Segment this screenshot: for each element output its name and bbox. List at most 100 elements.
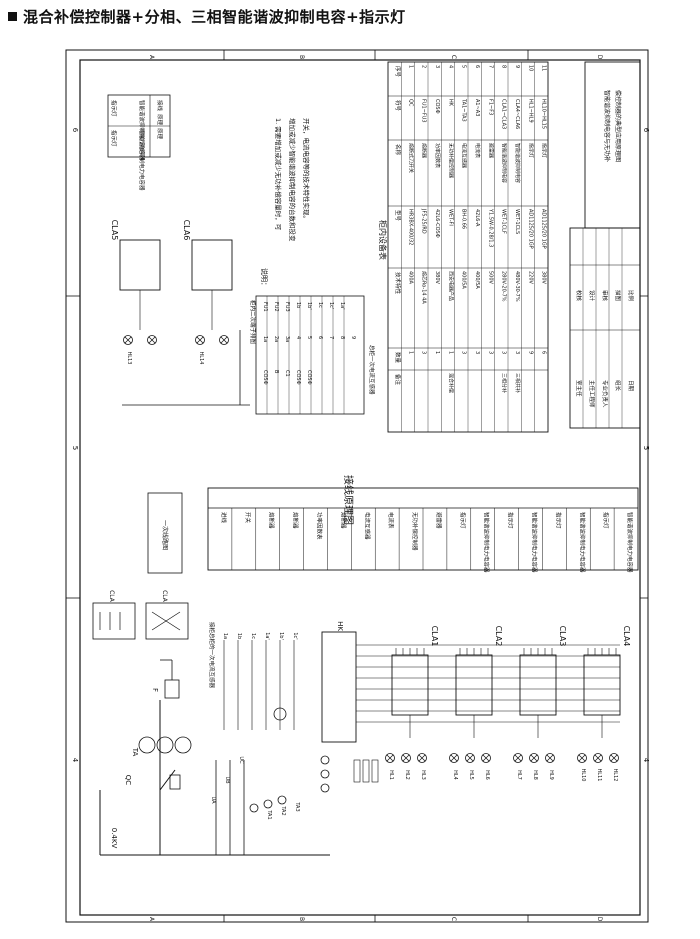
device-table-cell: 熔断器 bbox=[421, 143, 428, 158]
lamp-icon bbox=[417, 753, 427, 763]
zone-number-right: 6 bbox=[642, 128, 650, 133]
device-table-header: 名称 bbox=[394, 144, 402, 156]
cla-unit-box bbox=[519, 654, 557, 716]
lamp-cross bbox=[220, 336, 228, 344]
phase-label: UA bbox=[210, 796, 216, 804]
legend-col-label: 无功补偿控制器 bbox=[411, 512, 419, 551]
lamp-icon bbox=[513, 753, 523, 763]
indicator-table-cell: 智能谐波抑制电力电容器 bbox=[138, 130, 146, 191]
device-table-cell: 指示灯 bbox=[541, 143, 548, 158]
cla-unit-label: CLA4 bbox=[622, 626, 631, 647]
terminal-table-cell: 7 bbox=[328, 336, 334, 339]
surge-arrester-symbol bbox=[164, 679, 180, 699]
device-table-cell: 3 bbox=[487, 351, 493, 354]
device-table-cell: CLA1~CLA3 bbox=[501, 99, 507, 129]
terminal-table-cell: 5 bbox=[306, 336, 312, 339]
drawing-title-line: 智能谐波抑制电容与无功补 bbox=[603, 90, 611, 162]
lamp-cross bbox=[124, 336, 132, 344]
terminal-label: 1b bbox=[236, 633, 242, 639]
legend-col-label: 智能谐波抑制电力电容器 bbox=[626, 512, 634, 573]
notes-line: 增加或减少智能谐波抑制电容的台数和投变 bbox=[288, 118, 297, 242]
terminal-table-cell: 2a bbox=[273, 336, 279, 342]
zone-letter-top: C bbox=[450, 55, 457, 59]
ct-symbol bbox=[174, 736, 192, 754]
lamp-icon bbox=[385, 753, 395, 763]
lamp-circle bbox=[449, 753, 459, 763]
device-table-cell: 西安电器产品 bbox=[447, 271, 454, 301]
device-table-cell: 3 bbox=[514, 351, 520, 354]
lamp-icon bbox=[593, 753, 603, 763]
device-table-cell: 混合补偿 bbox=[447, 373, 454, 393]
device-table-cell: TA1~TA3 bbox=[461, 98, 467, 122]
cla-unit-box bbox=[391, 654, 429, 716]
device-table-title: 柜内设备表 bbox=[378, 220, 388, 260]
title-block-role: 审核 bbox=[601, 290, 609, 302]
device-table-cell: 380V bbox=[434, 271, 440, 285]
device-table-cell: AD1125/20 1GP bbox=[527, 209, 533, 249]
device-table-cell: 熔断式刀开关 bbox=[407, 143, 414, 173]
legend-col-label: 熔断器 bbox=[339, 512, 347, 529]
notes-block: 说明：1. 需要增加或减少无功补偿容量时，可增加或减少智能谐波抑制电容的台数和投… bbox=[260, 118, 311, 289]
terminal-label: 1c' bbox=[292, 632, 298, 639]
terminal-label: 1a' bbox=[264, 632, 270, 640]
device-table-cell: 42L6-COSΦ bbox=[434, 209, 440, 238]
legend-table: 接线原理图进线开关熔断器熔断器功率因数表熔断器电流互感器电流表无功补偿控制器避雷… bbox=[207, 475, 639, 573]
lamp-cross bbox=[594, 754, 602, 762]
device-table-cell: HL1~HL9 bbox=[527, 99, 533, 123]
device-table-cell: 400A bbox=[407, 271, 413, 285]
device-table-cell: 1 bbox=[434, 351, 440, 354]
lamp-icon bbox=[219, 335, 229, 345]
fuse-symbol bbox=[371, 759, 379, 783]
lamp-circle bbox=[465, 753, 475, 763]
lamp-circle bbox=[147, 335, 157, 345]
terminal-table-cell: 9 bbox=[350, 336, 356, 339]
device-table-cell: 220V bbox=[527, 271, 533, 285]
device-table-cell: 7 bbox=[487, 65, 493, 68]
lamp-cross bbox=[196, 336, 204, 344]
device-table-cell: 3 bbox=[434, 65, 440, 68]
lamp-cross bbox=[578, 754, 586, 762]
device-table-cell: 1 bbox=[407, 351, 413, 354]
cla-unit-label: CLA3 bbox=[558, 626, 567, 647]
terminal-table-cell: 1a' bbox=[339, 302, 345, 310]
notes-heading: 说明： bbox=[260, 268, 269, 289]
device-table-cell: 5 bbox=[461, 65, 467, 68]
device-table-cell: F1~F3 bbox=[487, 99, 493, 115]
title-block-role: 日期 bbox=[627, 380, 634, 392]
device-table-cell: 指示灯 bbox=[527, 143, 534, 158]
lamp-label: HL8 bbox=[532, 770, 538, 780]
lamp-circle bbox=[219, 335, 229, 345]
notes-line: 开关，电流电容等的技术特性实现。 bbox=[302, 118, 311, 222]
outer-border bbox=[65, 49, 649, 923]
inner-border bbox=[79, 59, 641, 916]
cla-unit-label: CLA5 bbox=[110, 220, 119, 241]
lamp-label: HL3 bbox=[420, 770, 426, 780]
lamp-circle bbox=[481, 753, 491, 763]
device-table-cell: 电流互感器 bbox=[461, 143, 468, 168]
lamp-circle bbox=[593, 753, 603, 763]
lamp-icon bbox=[123, 335, 133, 345]
device-table-header: 数量 bbox=[394, 352, 402, 364]
lamp-label: HL6 bbox=[484, 770, 490, 780]
primary-diagram-box bbox=[147, 492, 183, 574]
device-table-cell: 500V bbox=[487, 271, 493, 285]
indicator-table-cell: 指示灯 bbox=[110, 130, 118, 147]
legend-col-label: 开关 bbox=[244, 512, 252, 524]
terminal-table-cell: 8 bbox=[339, 336, 345, 339]
lamp-cross bbox=[386, 754, 394, 762]
terminal-label: 1b' bbox=[278, 632, 284, 640]
zone-number-left: 6 bbox=[71, 128, 79, 133]
legend-col-label: 指示灯 bbox=[554, 512, 562, 529]
legend-title: 接线原理图 bbox=[342, 475, 355, 525]
ammeter-symbol bbox=[320, 769, 330, 779]
zone-number-left: 5 bbox=[71, 446, 79, 450]
lamp-circle bbox=[609, 753, 619, 763]
drawing-title-line: 偿控制器的典型应用原理图 bbox=[614, 90, 622, 162]
cla-label: CLA bbox=[108, 590, 115, 603]
cla-unit-box bbox=[583, 654, 621, 716]
device-table-cell: 1 bbox=[407, 65, 413, 68]
lamp-cross bbox=[610, 754, 618, 762]
device-table-header: 符号 bbox=[394, 100, 402, 112]
